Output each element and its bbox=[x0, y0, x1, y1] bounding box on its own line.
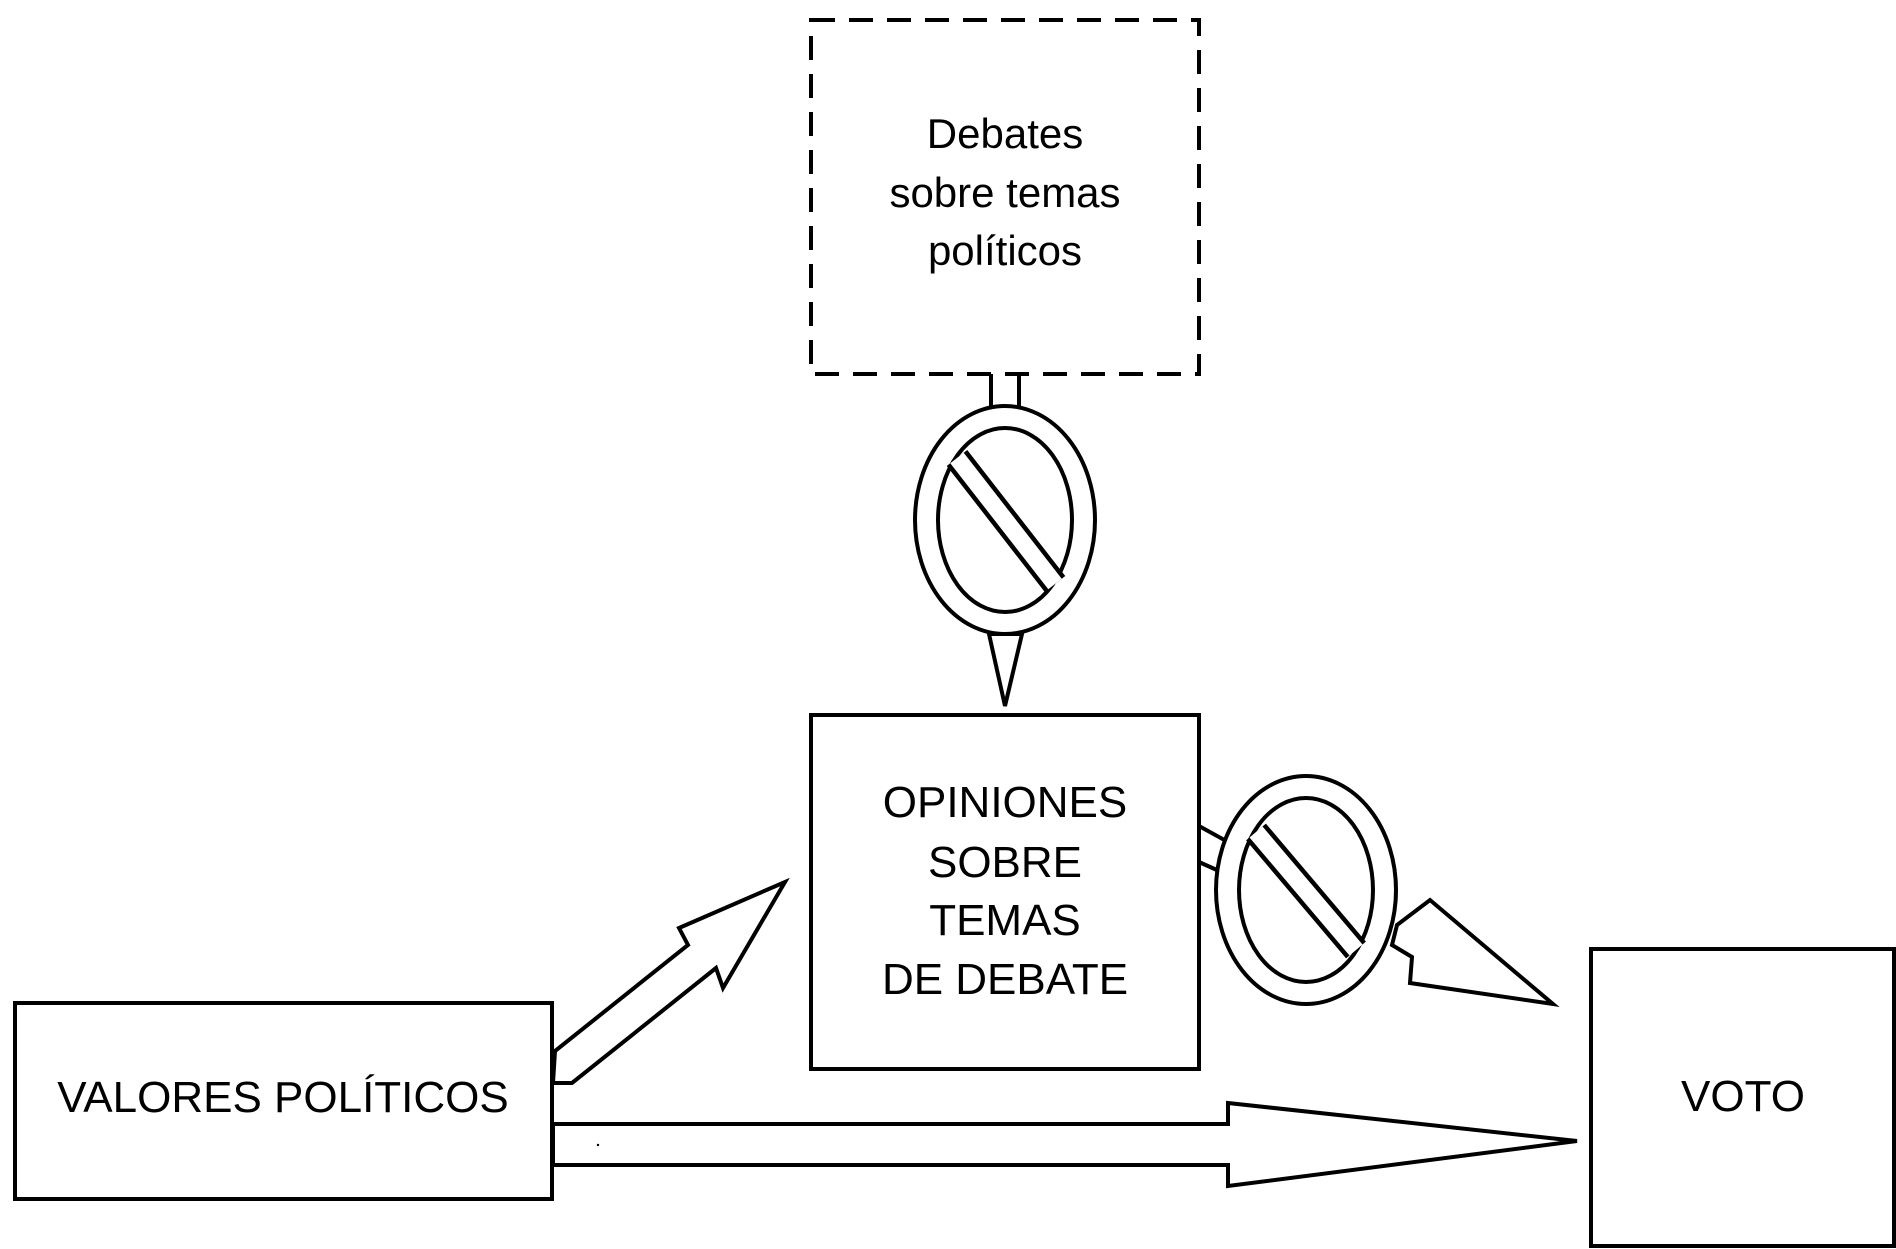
no-entry-icon bbox=[1214, 774, 1398, 1006]
values-to-opinions-arrow bbox=[550, 877, 790, 1085]
debates-label-line-2: sobre temas bbox=[889, 169, 1120, 216]
opinions-label-line-4: DE DEBATE bbox=[882, 955, 1128, 1004]
values-box: VALORES POLÍTICOS bbox=[13, 1001, 554, 1201]
opinions-to-vote-arrow bbox=[1389, 897, 1560, 1007]
debates-box: Debates sobre temas políticos bbox=[809, 18, 1201, 376]
vote-box: VOTO bbox=[1589, 947, 1896, 1248]
debates-label-line-1: Debates bbox=[927, 110, 1083, 157]
opinions-label-line-2: SOBRE bbox=[928, 838, 1082, 887]
values-label: VALORES POLÍTICOS bbox=[57, 1073, 509, 1122]
opinions-label-line-1: OPINIONES bbox=[883, 778, 1128, 827]
vote-label: VOTO bbox=[1681, 1072, 1805, 1121]
opinions-label-line-3: TEMAS bbox=[929, 896, 1081, 945]
values-to-vote-arrow bbox=[551, 1100, 1578, 1189]
debates-label-line-3: políticos bbox=[928, 227, 1082, 274]
down-arrow-tip bbox=[986, 632, 1025, 707]
speck bbox=[596, 1143, 600, 1147]
no-entry-icon bbox=[913, 404, 1097, 636]
opinions-box: OPINIONES SOBRE TEMAS DE DEBATE bbox=[809, 713, 1201, 1071]
